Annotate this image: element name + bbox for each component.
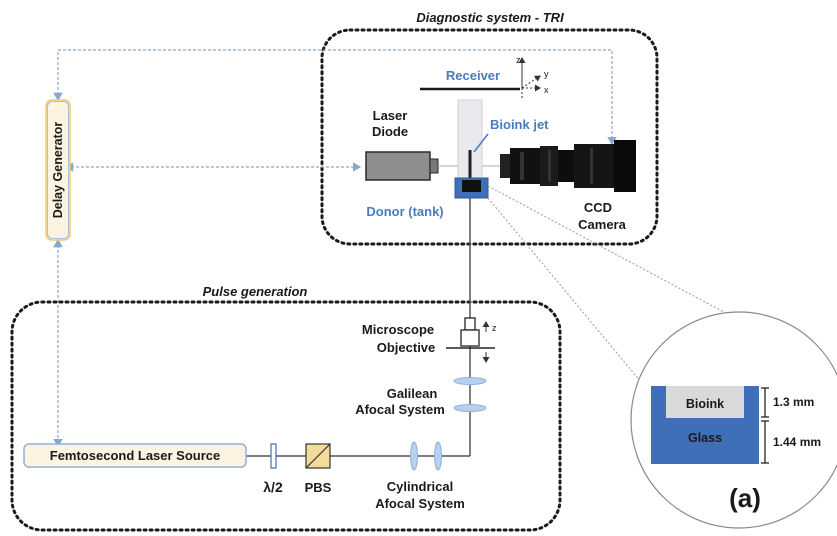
objective-z-label: z	[492, 323, 497, 333]
laser-diode-label-line1: Laser	[373, 108, 408, 123]
microscope-objective	[446, 317, 495, 349]
cylindrical-label-line1: Cylindrical	[387, 479, 453, 494]
ccd-camera-label-line1: CCD	[584, 200, 612, 215]
laser-diode-nozzle	[429, 158, 439, 174]
axis-y-label: y	[544, 69, 549, 79]
cylindrical-lens-1	[410, 441, 418, 471]
inset-bioink-label: Bioink	[686, 397, 724, 411]
cylindrical-label-line2: Afocal System	[375, 496, 465, 511]
femto-source-label: Femtosecond Laser Source	[50, 448, 221, 463]
donor-tank-well	[462, 180, 481, 192]
delay-generator-label: Delay Generator	[51, 122, 65, 219]
diagnostic-system-title: Diagnostic system - TRI	[416, 10, 564, 25]
ccd-camera-label-line2: Camera	[578, 217, 626, 232]
ccd-camera	[500, 140, 636, 192]
axes-indicator: z y x	[516, 55, 549, 98]
pulse-generation-box	[10, 300, 562, 532]
bioink-jet-pointer	[473, 133, 489, 153]
inset-bioink-thickness: 1.3 mm	[773, 395, 814, 409]
objective-z-axis: z	[482, 321, 497, 363]
axis-x-label: x	[544, 85, 549, 95]
cylindrical-lens-2	[434, 441, 442, 471]
zoom-line-lower	[487, 197, 647, 389]
femto-source-box	[23, 443, 247, 468]
pbs-label: PBS	[305, 480, 332, 495]
inset-bioink	[666, 386, 744, 418]
inset-panel-label: (a)	[729, 483, 761, 513]
axis-z-label: z	[516, 55, 521, 65]
pbs-diagonal	[305, 443, 331, 469]
bioink-jet-label: Bioink jet	[490, 117, 549, 132]
galilean-lens-1	[453, 377, 487, 385]
galilean-label-line2: Afocal System	[355, 402, 445, 417]
half-wave-label: λ/2	[263, 479, 283, 495]
half-wave-plate	[270, 443, 277, 469]
delay-generator-box	[45, 99, 71, 241]
zoom-line-upper	[487, 185, 736, 319]
laser-diode-body	[365, 151, 431, 181]
inset-dimension-marks	[761, 387, 769, 464]
receiver-label: Receiver	[446, 68, 500, 83]
donor-tank-label: Donor (tank)	[366, 204, 443, 219]
pulse-generation-title: Pulse generation	[203, 284, 308, 299]
delay-generator-inner-outline	[47, 101, 69, 239]
galilean-lens-2	[453, 404, 487, 412]
trigger-line-camera	[53, 49, 617, 146]
microscope-label-line1: Microscope	[362, 322, 434, 337]
galilean-label-line1: Galilean	[387, 386, 438, 401]
inset-glass-thickness: 1.44 mm	[773, 435, 821, 449]
laser-diode-label-line2: Diode	[372, 124, 408, 139]
inset-glass-label: Glass	[688, 431, 722, 445]
microscope-label-line2: Objective	[377, 340, 436, 355]
